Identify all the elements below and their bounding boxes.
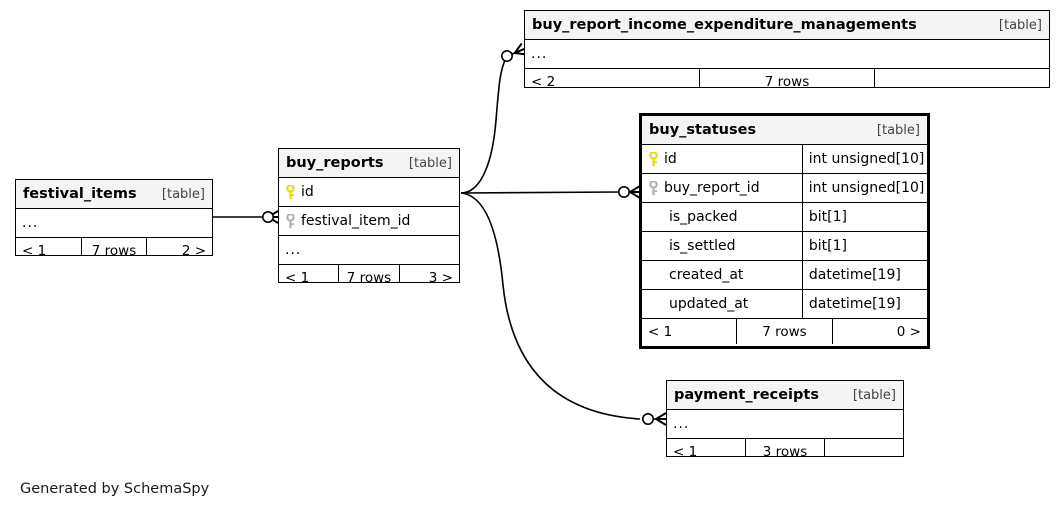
footer-children-count: 2 > [146, 238, 212, 255]
table-kind-label: [table] [852, 387, 896, 403]
edge-buy-reports-to-income-expenditure [460, 42, 527, 194]
column-row[interactable]: is_packed bit[1] [642, 203, 927, 232]
table-footer: < 1 7 rows 2 > [16, 238, 212, 256]
column-name-cell: updated_at [642, 296, 802, 312]
footer-row-count: 7 rows [338, 265, 398, 282]
footer-parents-count: < 1 [22, 242, 47, 256]
column-name: is_packed [669, 209, 738, 225]
column-type: bit[1] [801, 232, 927, 260]
primary-key-icon [649, 151, 658, 166]
column-row[interactable]: created_at datetime[19] [642, 261, 927, 290]
table-node-buy-reports[interactable]: buy_reports [table] id festival_i [278, 148, 460, 283]
column-name-cell: buy_report_id [642, 180, 802, 196]
column-name-cell: is_packed [642, 209, 802, 225]
table-header: payment_receipts [table] [667, 381, 903, 410]
table-footer: < 2 7 rows [525, 69, 1049, 88]
primary-key-icon [286, 184, 295, 199]
column-type: int unsigned[10] [801, 174, 927, 202]
column-type: datetime[19] [801, 261, 927, 289]
footer-row-count: 7 rows [736, 319, 831, 344]
foreign-key-icon [286, 213, 295, 228]
edge-buy-reports-to-payment-receipts [460, 192, 667, 426]
table-kind-label: [table] [161, 186, 205, 202]
table-title: buy_statuses [649, 122, 757, 138]
column-name-cell: created_at [642, 267, 802, 283]
collapsed-columns-indicator: ... [667, 410, 903, 439]
column-name: id [301, 184, 314, 200]
table-title: payment_receipts [674, 387, 819, 403]
foreign-key-icon [649, 180, 658, 195]
footer-row-count: 7 rows [699, 69, 874, 87]
footer-parents-count: < 2 [531, 73, 556, 88]
collapsed-columns-indicator: ... [279, 236, 459, 265]
table-title: buy_report_income_expenditure_management… [532, 17, 917, 33]
generator-note: Generated by SchemaSpy [20, 481, 210, 497]
footer-children-count [874, 69, 1049, 87]
table-header: buy_statuses [table] [642, 116, 927, 145]
column-name: buy_report_id [664, 180, 760, 196]
table-node-buy-statuses[interactable]: buy_statuses [table] id int unsigned[10] [639, 113, 930, 349]
table-kind-label: [table] [408, 155, 452, 171]
column-name: id [664, 151, 677, 167]
column-name: is_settled [669, 238, 736, 254]
footer-row-count: 7 rows [80, 238, 147, 255]
table-kind-label: [table] [998, 17, 1042, 33]
column-name: updated_at [669, 296, 749, 312]
column-name: festival_item_id [301, 213, 411, 229]
collapsed-columns-indicator: ... [525, 40, 1049, 69]
table-title: buy_reports [286, 155, 384, 171]
column-row[interactable]: buy_report_id int unsigned[10] [642, 174, 927, 203]
column-type: bit[1] [801, 203, 927, 231]
table-node-payment-receipts[interactable]: payment_receipts [table] ... < 1 3 rows [666, 380, 904, 457]
table-footer: < 1 7 rows 3 > [279, 265, 459, 283]
column-name-cell: is_settled [642, 238, 802, 254]
collapsed-columns-indicator: ... [16, 209, 212, 238]
table-header: buy_report_income_expenditure_management… [525, 11, 1049, 40]
column-name-cell: id [642, 151, 802, 167]
table-header: festival_items [table] [16, 180, 212, 209]
column-row[interactable]: id int unsigned[10] [642, 145, 927, 174]
column-name-cell: festival_item_id [279, 213, 459, 229]
edge-festival-items-to-buy-reports [213, 210, 279, 224]
edge-buy-reports-to-buy-statuses [460, 185, 641, 199]
column-type: datetime[19] [801, 290, 927, 318]
table-footer: < 1 3 rows [667, 439, 903, 457]
footer-parents-count: < 1 [673, 443, 698, 457]
table-node-festival-items[interactable]: festival_items [table] ... < 1 7 rows 2 … [15, 179, 213, 256]
footer-children-count: 0 > [831, 319, 927, 344]
column-row[interactable]: festival_item_id [279, 207, 459, 236]
table-title: festival_items [23, 186, 137, 202]
footer-children-count: 3 > [398, 265, 459, 282]
table-kind-label: [table] [876, 122, 920, 138]
column-row[interactable]: id [279, 178, 459, 207]
table-node-buy-report-income-expenditure-managements[interactable]: buy_report_income_expenditure_management… [524, 10, 1050, 88]
column-name: created_at [669, 267, 744, 283]
footer-row-count: 3 rows [745, 439, 824, 456]
column-row[interactable]: is_settled bit[1] [642, 232, 927, 261]
footer-parents-count: < 1 [648, 323, 673, 340]
footer-parents-count: < 1 [285, 269, 310, 283]
column-type: int unsigned[10] [801, 145, 927, 173]
table-footer: < 1 7 rows 0 > [642, 319, 927, 344]
table-header: buy_reports [table] [279, 149, 459, 178]
footer-children-count [824, 439, 903, 456]
column-name-cell: id [279, 184, 459, 200]
column-row[interactable]: updated_at datetime[19] [642, 290, 927, 319]
